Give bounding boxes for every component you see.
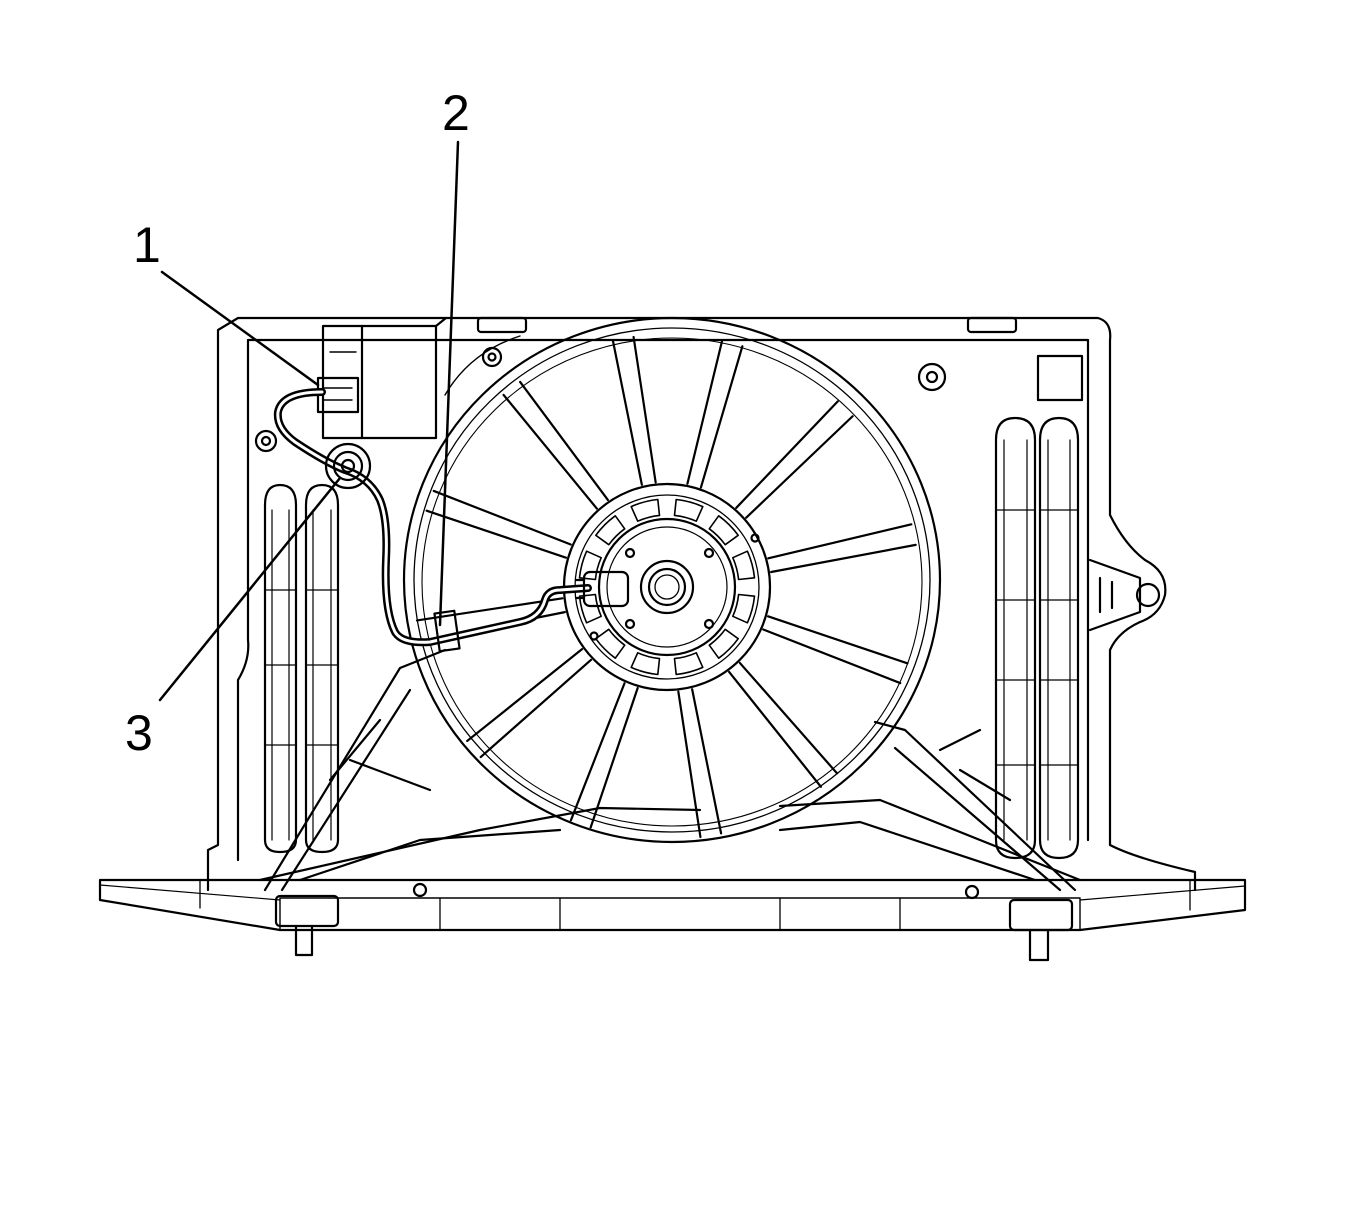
hub-window	[673, 498, 704, 522]
fan-spoke	[677, 688, 723, 839]
fan-spoke	[728, 661, 839, 788]
right-ribs	[994, 416, 1080, 860]
fan-ring	[402, 316, 942, 844]
left-mount-bolt	[274, 894, 340, 928]
left-ribs	[263, 483, 340, 854]
harness-clip	[433, 609, 461, 653]
hub-window	[708, 628, 739, 659]
fan-spoke	[686, 339, 744, 489]
right-mount-bolt	[1008, 898, 1074, 932]
hub-window	[595, 515, 626, 546]
base-rail	[98, 878, 1247, 962]
motor-connector	[582, 570, 630, 608]
callout-3: 3	[125, 705, 153, 761]
hub-window	[673, 652, 704, 676]
motor-hub	[562, 482, 772, 692]
hub-windows	[578, 498, 756, 676]
hub-window	[708, 515, 739, 546]
fan-spoke	[762, 615, 909, 685]
fan-spoke	[502, 380, 609, 510]
hub-window	[630, 652, 661, 676]
fan-spoke	[466, 648, 593, 759]
hub-window	[578, 593, 602, 624]
fan-spoke	[611, 335, 657, 486]
leader-line-2	[438, 140, 460, 627]
callout-1: 1	[133, 217, 161, 273]
hub-window	[732, 593, 756, 624]
callout-2: 2	[442, 85, 470, 141]
leader-line-3	[158, 476, 342, 702]
leader-line-1	[160, 270, 320, 387]
wire-harness	[273, 388, 630, 653]
shroud-frame	[206, 316, 1197, 892]
callouts: 1 2 3	[125, 85, 470, 761]
fan-spoke	[425, 489, 572, 559]
relay-block	[316, 316, 448, 440]
hub-window	[578, 550, 602, 581]
hub-window	[732, 550, 756, 581]
bottom-struts	[258, 648, 1082, 892]
fan-spoke	[735, 400, 854, 519]
fan-spoke	[569, 682, 639, 829]
fan-spoke	[767, 523, 917, 574]
fan-spokes	[415, 335, 917, 839]
hub-window	[630, 498, 661, 522]
leader-lines	[158, 140, 460, 702]
hub-window	[595, 628, 626, 659]
